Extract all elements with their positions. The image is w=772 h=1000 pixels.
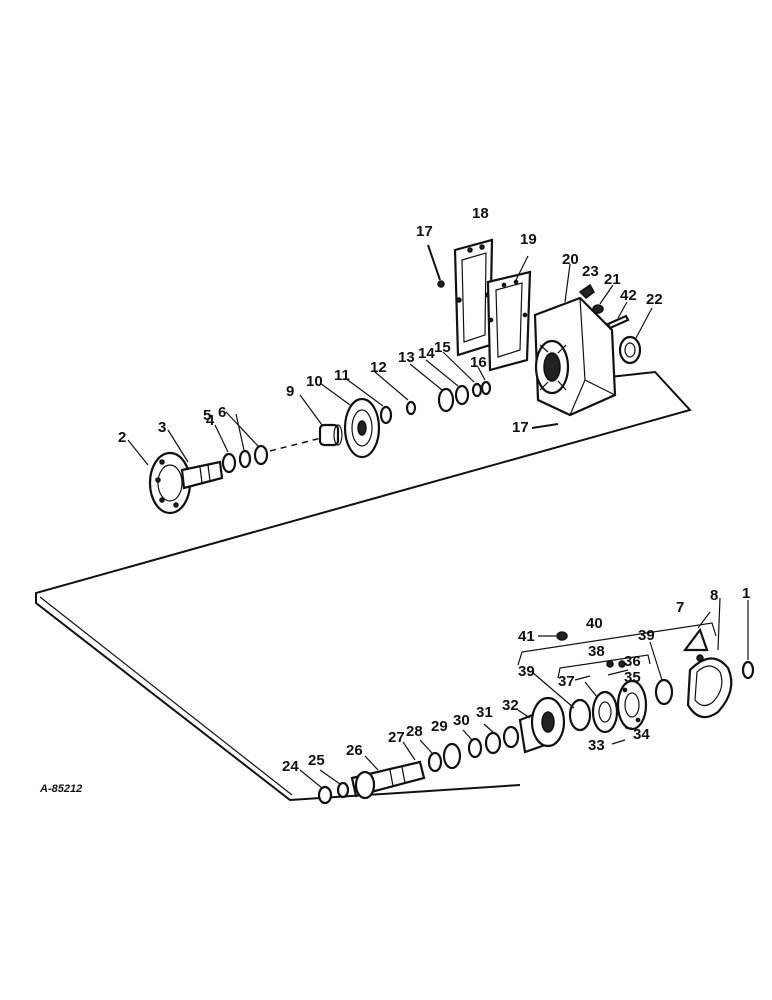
part-17-bolt-lower [531,423,559,429]
part-16-ring [480,380,492,396]
callout-4: 4 [206,412,215,429]
part-20-housing [533,296,617,417]
callout-labels: 1 2 3 4 5 6 7 8 9 10 11 12 13 14 15 16 1… [118,205,750,775]
callout-24: 24 [282,758,299,775]
callout-5: 5 [203,407,211,424]
part-24-washer [317,785,333,805]
part-1-washer [741,660,755,680]
part-21-nut [592,304,604,314]
callout-30: 30 [453,712,470,729]
callout-10: 10 [306,373,323,390]
callout-8: 8 [710,587,718,604]
part-15-ring [471,382,483,398]
part-10-gear [343,397,381,459]
part-18-cover [453,238,494,357]
callout-15: 15 [434,339,451,356]
part-31-ring [502,725,520,749]
part-12-ring [405,400,417,416]
part-17-bolt-upper [427,244,441,281]
callout-20: 20 [562,251,579,268]
part-28-bearing [442,742,462,770]
base-outline-inner [39,596,293,796]
part-37-pin [574,675,591,681]
group-38-bracket [557,654,651,679]
part-14-ring [454,384,470,406]
part-39-washer-left [568,698,592,732]
callout-14: 14 [418,345,435,362]
part-25-ring [336,781,350,799]
callout-35: 35 [624,669,641,686]
part-30-ring [484,731,502,755]
callout-39-left: 39 [518,663,535,680]
callout-19: 19 [520,231,537,248]
reference-code: A-85212 [39,783,82,795]
callout-17-upper: 17 [416,223,433,240]
callout-9: 9 [286,383,294,400]
callout-12: 12 [370,359,387,376]
callout-32: 32 [502,697,519,714]
part-23-plug [578,283,595,299]
callout-38: 38 [588,643,605,660]
callout-41: 41 [518,628,535,645]
part-41-nut [556,631,568,641]
callout-22: 22 [646,291,663,308]
part-26-shaft [350,760,426,800]
part-11-washer [379,405,393,425]
part-4-ring [221,452,237,474]
part-42-stud [606,314,630,330]
callout-40: 40 [586,615,603,632]
callout-1: 1 [742,585,750,602]
callout-2: 2 [118,429,126,446]
callout-37: 37 [558,673,575,690]
part-33-cover [616,679,648,731]
callout-23: 23 [582,263,599,280]
callout-26: 26 [346,742,363,759]
callout-31: 31 [476,704,493,721]
callout-42: 42 [620,287,637,304]
callout-17-lower: 17 [512,419,529,436]
callout-34: 34 [633,726,650,743]
part-7-cone [682,627,709,652]
part-29-ring [467,737,483,759]
leader-lines [127,255,749,789]
callout-11: 11 [334,367,350,384]
part-38-nut [606,660,614,668]
callout-27: 27 [388,729,405,746]
callout-36: 36 [624,653,641,670]
part-35-bolt [607,669,629,676]
part-39-washer-right [654,678,674,706]
callout-33: 33 [588,737,605,754]
part-5-ring [238,449,252,469]
part-19-gasket [486,270,532,372]
callout-29: 29 [431,718,448,735]
part-22-seal [618,335,642,365]
part-17-bolt-upper-head [437,280,445,288]
callout-3: 3 [158,419,166,436]
part-32-flange [518,696,566,754]
part-27-ring [427,751,443,773]
part-13-bearing [437,387,455,413]
part-3-shaft [180,460,224,490]
callout-16: 16 [470,354,487,371]
callout-25: 25 [308,752,325,769]
part-6-ring [253,444,269,466]
part-34-plate [591,690,619,734]
part-9-bushing [318,423,343,447]
callout-6: 6 [218,404,226,421]
assembly-axis [269,436,326,452]
callout-13: 13 [398,349,415,366]
part-8-shoe [686,654,733,719]
callout-18: 18 [472,205,489,222]
callout-7: 7 [676,599,684,616]
part-36-nut [618,660,626,668]
base-outline [35,370,692,802]
callout-39-right: 39 [638,627,655,644]
part-2-hub-flange [148,451,192,515]
group-40-bracket [517,622,717,666]
callout-21: 21 [604,271,621,288]
callout-28: 28 [406,723,423,740]
